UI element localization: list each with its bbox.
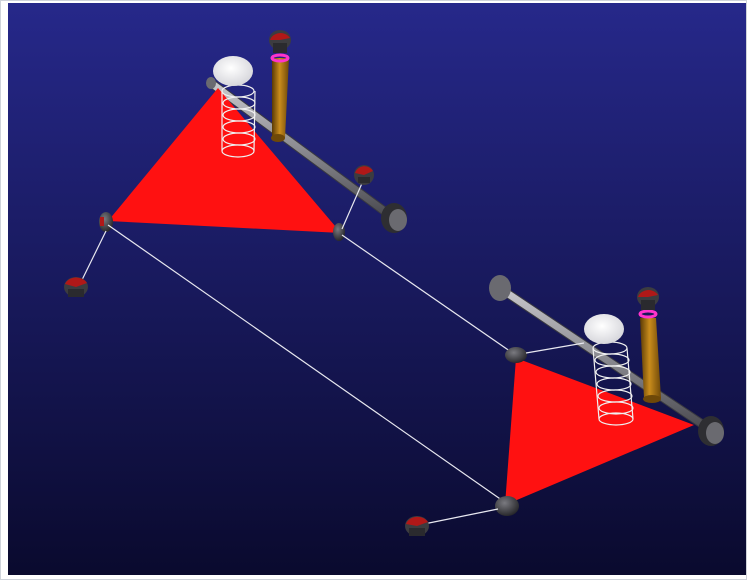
front-right-corner[interactable] <box>405 275 724 536</box>
right-spring-cap[interactable] <box>584 314 624 344</box>
right-arm-joint-upper[interactable] <box>505 347 527 363</box>
left-tie-rod-end[interactable] <box>64 277 88 297</box>
left-control-arm[interactable] <box>108 88 341 233</box>
left-coil-spring[interactable] <box>221 84 256 158</box>
3d-viewport[interactable] <box>8 3 746 575</box>
right-arm-joint-lower[interactable] <box>495 496 519 516</box>
lower-cross-link <box>107 224 507 504</box>
suspension-model-canvas[interactable] <box>8 3 746 575</box>
left-arm-joint-rear[interactable] <box>333 223 345 241</box>
cross-links <box>107 224 515 504</box>
upper-cross-link <box>341 234 515 355</box>
right-tie-rod-end[interactable] <box>405 516 429 536</box>
left-anti-roll-bar-link[interactable] <box>206 77 407 233</box>
left-upper-link-marker[interactable] <box>354 165 374 185</box>
right-damper[interactable] <box>637 287 661 403</box>
right-control-arm[interactable] <box>505 358 694 505</box>
right-damper-ring <box>638 309 658 319</box>
right-anti-roll-bar-link[interactable] <box>489 275 724 446</box>
left-damper[interactable] <box>269 30 291 142</box>
left-damper-ring <box>270 53 290 63</box>
left-spring-cap[interactable] <box>213 56 253 86</box>
front-left-corner[interactable] <box>64 30 407 297</box>
viewport-background <box>8 3 746 575</box>
